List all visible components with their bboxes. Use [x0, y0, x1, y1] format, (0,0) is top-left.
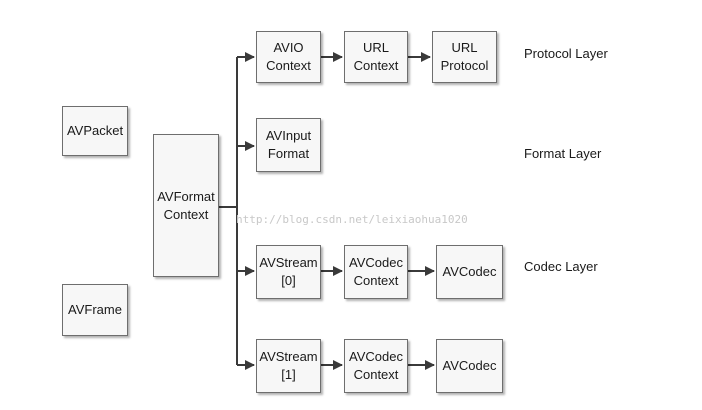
codec-layer-label: Codec Layer	[524, 259, 598, 274]
avio-context-line2: Context	[266, 58, 311, 73]
avcodec-context-1-line1: AVCodec	[349, 349, 403, 365]
avcodec-context-1-box: AVCodec Context	[344, 339, 408, 393]
avformat-context-box: AVFormat Context	[153, 134, 219, 277]
avcodec-context-0-line2: Context	[353, 273, 399, 288]
avio-context-box: AVIO Context	[256, 31, 321, 83]
avio-context-line1: AVIO	[273, 40, 304, 56]
avframe-box: AVFrame	[62, 284, 128, 336]
url-context-line1: URL	[362, 40, 389, 56]
avframe-label: AVFrame	[68, 302, 122, 318]
avcodec-context-0-line1: AVCodec	[349, 255, 403, 271]
avpacket-label: AVPacket	[66, 123, 124, 139]
protocol-layer-label: Protocol Layer	[524, 46, 608, 61]
avcodec-context-1-line2: Context	[353, 367, 399, 382]
avcodec-0-label: AVCodec	[442, 264, 497, 280]
avstream-0-line2: [0]	[281, 273, 296, 288]
avinput-format-box: AVInput Format	[256, 118, 321, 172]
avcodec-1-box: AVCodec	[436, 339, 503, 393]
avformat-context-line1: AVFormat	[157, 188, 215, 204]
url-protocol-line2: Protocol	[440, 58, 489, 73]
url-protocol-line1: URL	[451, 40, 478, 56]
avstream-0-box: AVStream [0]	[256, 245, 321, 299]
avcodec-context-0-box: AVCodec Context	[344, 245, 408, 299]
format-layer-label: Format Layer	[524, 146, 602, 161]
watermark-text: http://blog.csdn.net/leixiaohua1020	[236, 213, 468, 226]
avstream-1-line1: AVStream	[259, 349, 318, 365]
avcodec-0-box: AVCodec	[436, 245, 503, 299]
avpacket-box: AVPacket	[62, 106, 128, 156]
avformat-context-line2: Context	[163, 206, 209, 222]
url-protocol-box: URL Protocol	[432, 31, 497, 83]
avinput-format-line1: AVInput	[265, 128, 312, 144]
avinput-format-line2: Format	[267, 146, 310, 161]
avstream-1-box: AVStream [1]	[256, 339, 321, 393]
url-context-line2: Context	[353, 58, 399, 73]
avcodec-1-label: AVCodec	[442, 358, 497, 374]
avstream-0-line1: AVStream	[259, 255, 318, 271]
url-context-box: URL Context	[344, 31, 408, 83]
avstream-1-line2: [1]	[281, 367, 296, 382]
